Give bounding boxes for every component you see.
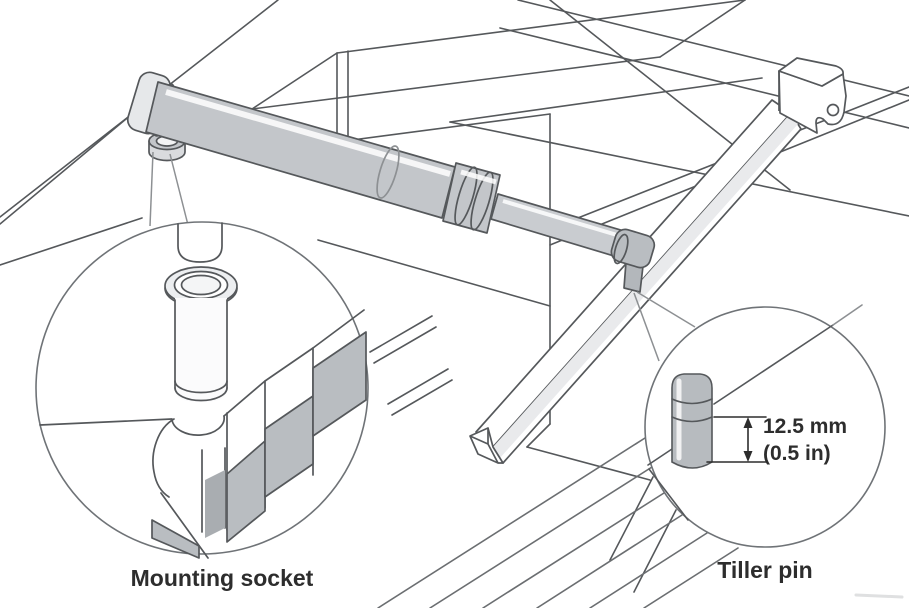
actuator-body-highlight bbox=[165, 89, 451, 177]
detail-socket-body-sides bbox=[174, 299, 228, 389]
mounting-socket-leader-right bbox=[169, 153, 189, 226]
detail-cut-top-edges bbox=[223, 309, 365, 417]
coaming-top-edge bbox=[449, 77, 763, 123]
tiller-pin-callout-circle bbox=[644, 306, 886, 548]
detail-socket-bore-inner bbox=[180, 274, 222, 296]
dimension-annotation bbox=[706, 416, 767, 463]
detail-seat-front-corner bbox=[152, 418, 175, 498]
detail-socket-body bbox=[175, 298, 227, 402]
detail-seat-bottom-edge bbox=[160, 492, 209, 559]
rod-end-ring bbox=[613, 233, 629, 265]
coaming-bottom-edge bbox=[449, 121, 909, 217]
deck-edge-stbd-2 bbox=[499, 27, 909, 129]
rudder-head-bolt-hole bbox=[826, 103, 840, 117]
detail-bottom-wedge bbox=[151, 519, 200, 559]
detail-tiller-edge-left bbox=[647, 448, 673, 466]
tiller-pilot-actuator bbox=[126, 71, 656, 293]
seat-top-edge-port bbox=[317, 239, 551, 307]
rudder-head-top-face bbox=[778, 57, 844, 87]
dimension-value-in: (0.5 in) bbox=[763, 442, 831, 465]
mounting-socket-leader-left bbox=[149, 151, 154, 227]
tiller-side-shade bbox=[493, 113, 798, 458]
detail-pin-groove-1 bbox=[671, 398, 713, 405]
actuator-collar-highlight bbox=[460, 169, 497, 185]
push-rod-highlight bbox=[502, 199, 638, 243]
mounting-socket-callout bbox=[35, 221, 369, 559]
deck-edge-stbd-1 bbox=[517, 0, 909, 97]
tiller-pin-leader-left bbox=[633, 292, 660, 362]
detail-actuator-pin bbox=[177, 222, 223, 263]
tiller-pin-label: Tiller pin bbox=[717, 557, 812, 583]
cockpit-sole-planks bbox=[377, 437, 739, 608]
detail-tiller-edge-right bbox=[713, 324, 834, 405]
detail-core-band-3 bbox=[312, 331, 367, 437]
rudder-head-front-face bbox=[778, 70, 847, 134]
edge-artifact bbox=[854, 593, 904, 599]
seat-step-edges bbox=[369, 315, 453, 416]
cockpit-footwell bbox=[251, 0, 746, 425]
detail-socket-bottom-2 bbox=[174, 387, 228, 402]
dimension-arrowhead-down bbox=[743, 451, 753, 462]
actuator-body-seam bbox=[376, 145, 400, 199]
tiller-pin-leader-right bbox=[636, 291, 696, 328]
rudder-head bbox=[778, 57, 847, 134]
detail-core-band-1 bbox=[226, 440, 266, 543]
detail-core-band-2 bbox=[264, 395, 314, 498]
dimension-value-mm: 12.5 mm bbox=[763, 415, 847, 438]
seat-back-edge-port bbox=[0, 113, 133, 225]
seat-front-edge-port bbox=[0, 217, 143, 266]
dimension-arrowhead-up bbox=[743, 417, 753, 428]
detail-tiller-edge-lower bbox=[648, 468, 689, 521]
detail-tiller-edge-outside bbox=[832, 304, 863, 326]
tiller-pin-callout: 12.5 mm (0.5 in) bbox=[644, 304, 886, 548]
detail-seat-notch bbox=[171, 415, 226, 436]
detail-socket-bottom-1 bbox=[174, 380, 228, 394]
detail-pin-groove-2 bbox=[671, 416, 713, 423]
collar-ring-1 bbox=[454, 166, 478, 226]
callout-leader-lines bbox=[149, 151, 696, 362]
collar-ring-2 bbox=[470, 171, 494, 231]
detail-hole-slot-shade bbox=[205, 470, 225, 538]
rod-end-cap bbox=[610, 228, 656, 269]
mounting-socket-label: Mounting socket bbox=[131, 565, 314, 591]
detail-seat-top-edge bbox=[39, 418, 173, 426]
